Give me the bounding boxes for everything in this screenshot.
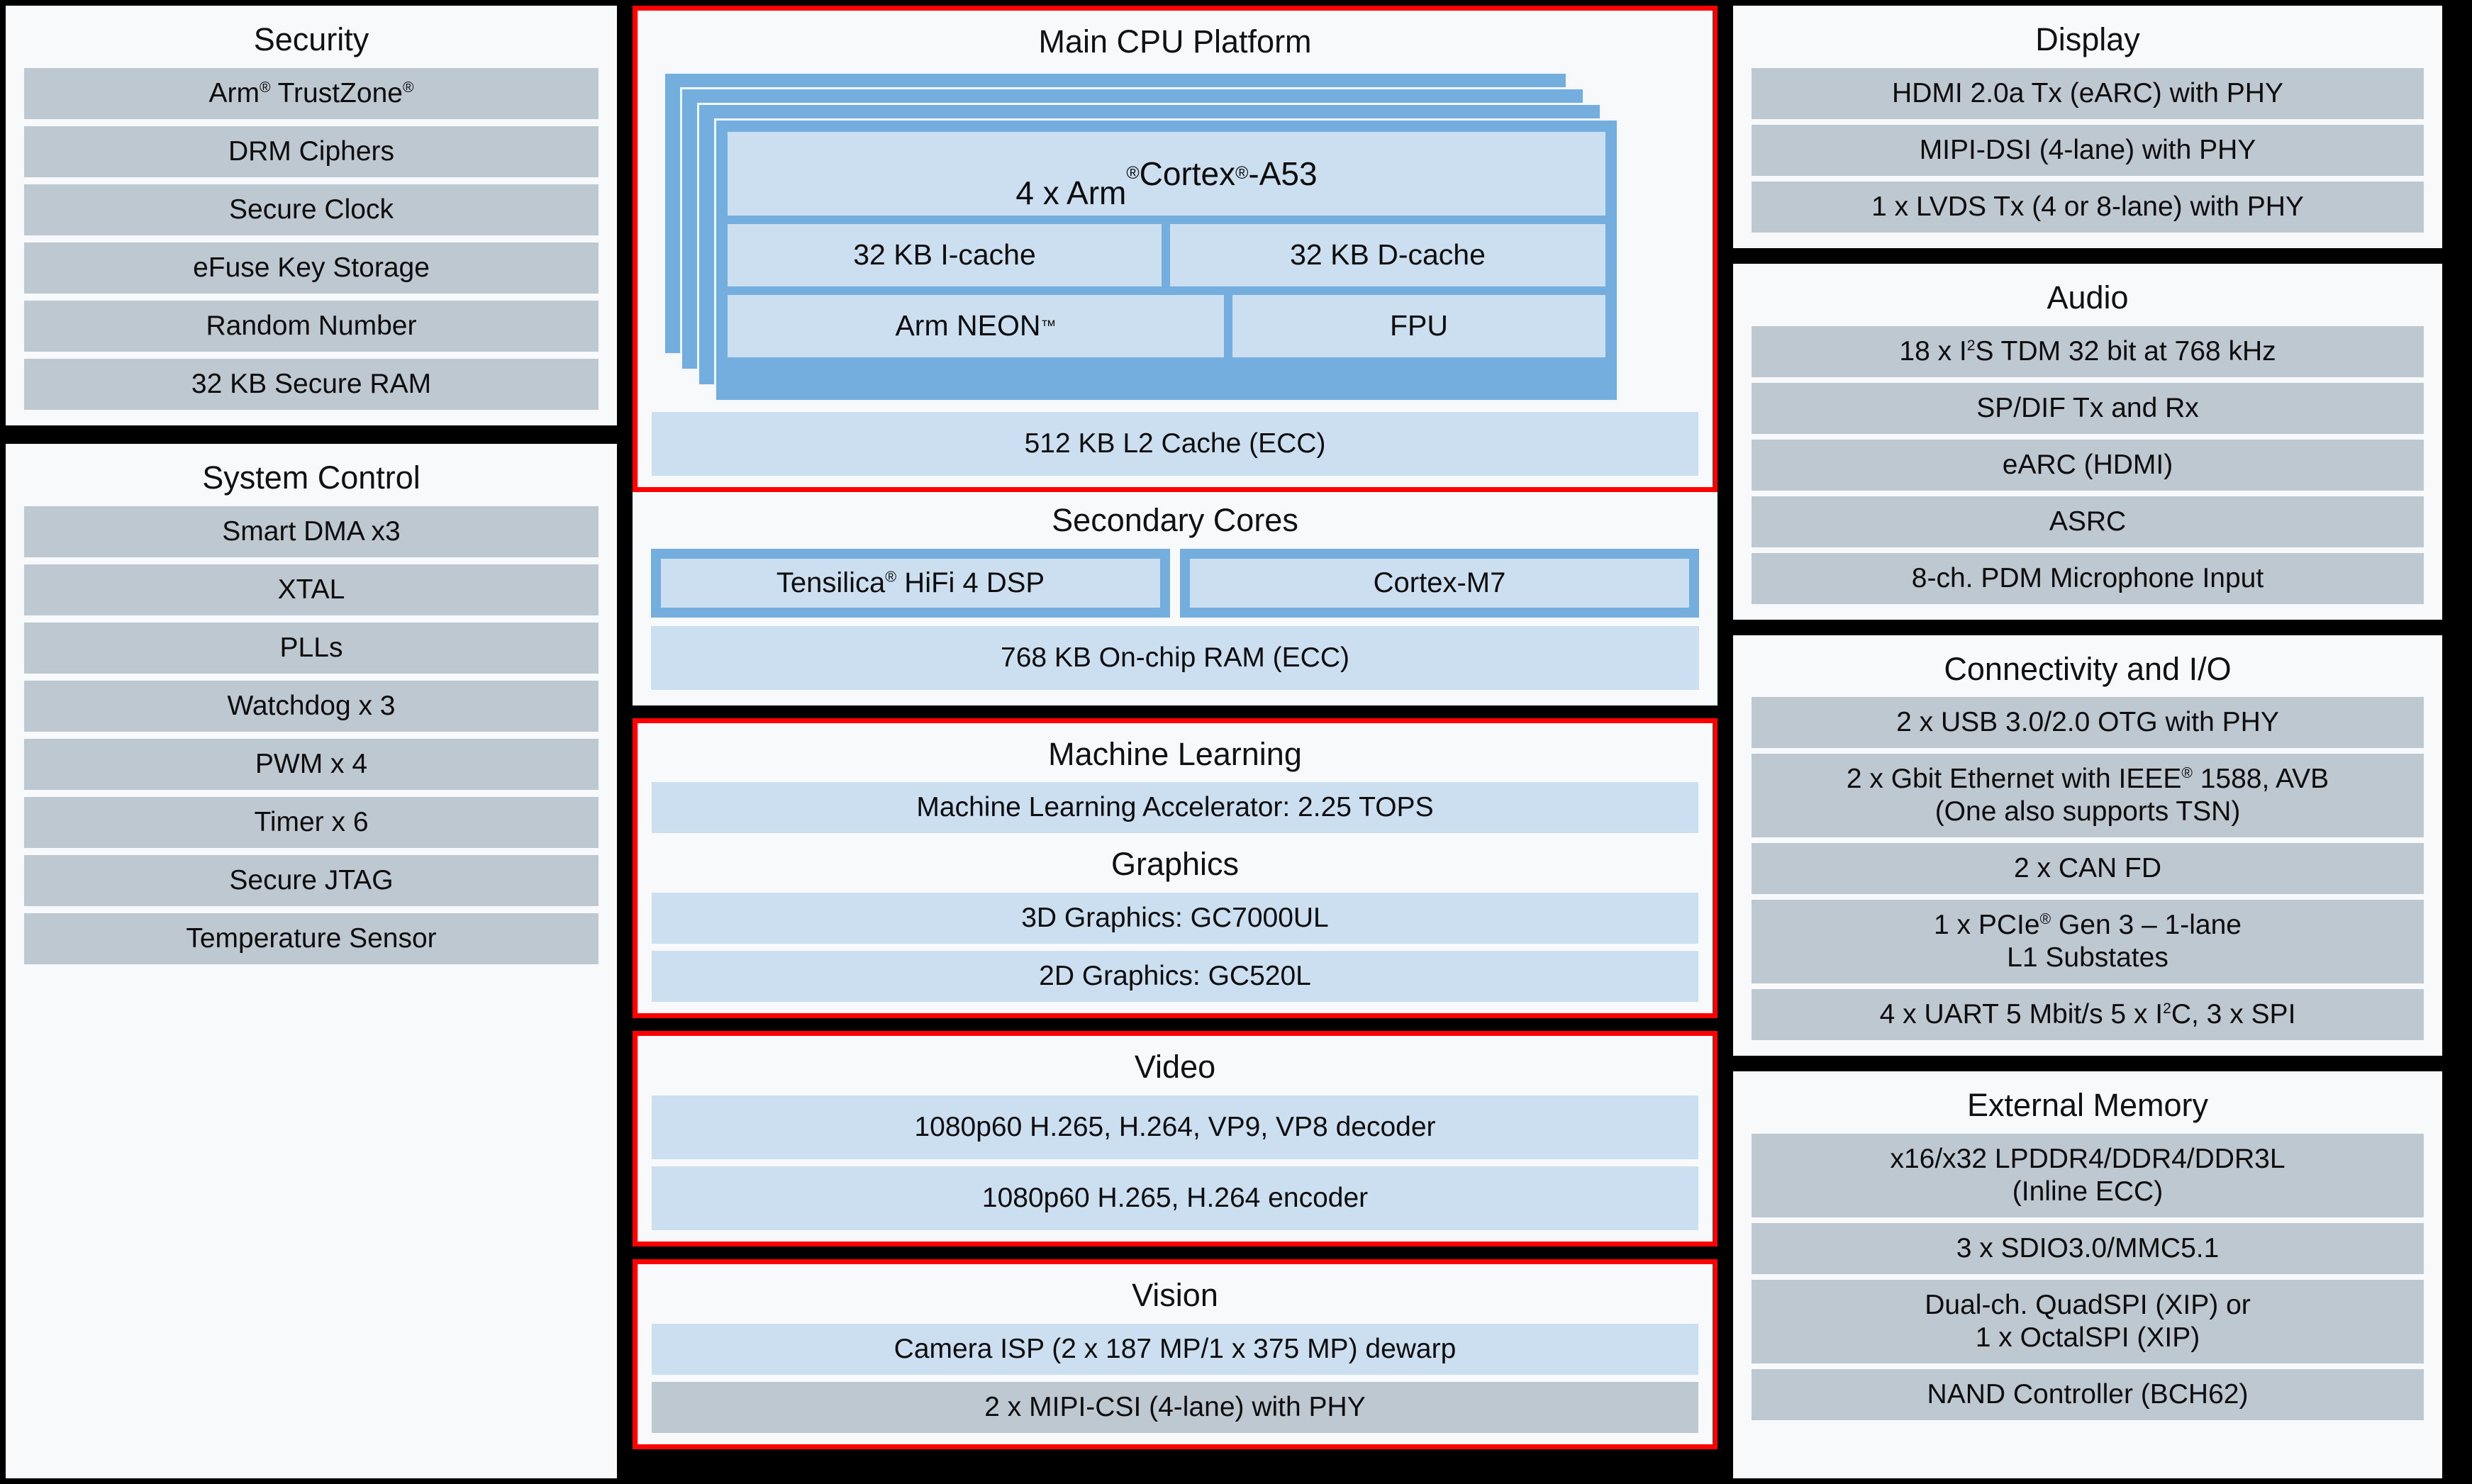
list-item[interactable]: eARC (HDMI) <box>1752 439 2424 491</box>
onchip-ram-bar[interactable]: 768 KB On-chip RAM (ECC) <box>651 625 1699 690</box>
panel-secondary-cores: Secondary Cores Tensilica® HiFi 4 DSP Co… <box>633 491 1717 705</box>
list-item[interactable]: HDMI 2.0a Tx (eARC) with PHY <box>1752 67 2424 119</box>
list-item[interactable]: 1080p60 H.265, H.264 encoder <box>652 1166 1698 1230</box>
system-control-items: Smart DMA x3 XTAL PLLs Watchdog x 3 PWM … <box>24 506 598 964</box>
security-title: Security <box>253 21 369 57</box>
list-item[interactable]: 2 x CAN FD <box>1752 843 2424 895</box>
list-item[interactable]: NAND Controller (BCH62) <box>1752 1369 2424 1421</box>
list-item[interactable]: 2D Graphics: GC520L <box>652 951 1698 1003</box>
list-item[interactable]: 4 x UART 5 Mbit/s 5 x I2C, 3 x SPI <box>1752 989 2424 1041</box>
graphics-items: 3D Graphics: GC7000UL 2D Graphics: GC520… <box>652 893 1698 1003</box>
list-item[interactable]: Dual-ch. QuadSPI (XIP) or 1 x OctalSPI (… <box>1752 1280 2424 1364</box>
list-item[interactable]: Camera ISP (2 x 187 MP/1 x 375 MP) dewar… <box>652 1323 1698 1375</box>
list-item[interactable]: 1080p60 H.265, H.264, VP9, VP8 decoder <box>652 1095 1698 1159</box>
secondary-core-m7[interactable]: Cortex-M7 <box>1180 548 1699 618</box>
list-item[interactable]: x16/x32 LPDDR4/DDR4/DDR3L (Inline ECC) <box>1752 1134 2424 1218</box>
list-item[interactable]: ASRC <box>1752 496 2424 547</box>
panel-video: Video 1080p60 H.265, H.264, VP9, VP8 dec… <box>633 1031 1717 1246</box>
list-item[interactable]: 1 x LVDS Tx (4 or 8-lane) with PHY <box>1752 181 2424 233</box>
connectivity-io-title: Connectivity and I/O <box>1944 650 2232 687</box>
list-item[interactable]: 18 x I2S TDM 32 bit at 768 kHz <box>1752 325 2424 377</box>
secondary-cores-title: Secondary Cores <box>1052 501 1298 538</box>
machine-learning-title: Machine Learning <box>1048 735 1302 772</box>
list-item[interactable]: Secure Clock <box>24 184 598 235</box>
panel-external-memory: External Memory x16/x32 LPDDR4/DDR4/DDR3… <box>1733 1071 2442 1478</box>
vision-items: Camera ISP (2 x 187 MP/1 x 375 MP) dewar… <box>652 1323 1698 1433</box>
icache-box: 32 KB I-cache <box>728 223 1162 286</box>
panel-security: Security Arm® TrustZone® DRM Ciphers Sec… <box>6 6 617 425</box>
list-item[interactable]: Smart DMA x3 <box>24 506 598 557</box>
graphics-title: Graphics <box>1110 846 1240 883</box>
list-item[interactable]: 2 x MIPI-CSI (4-lane) with PHY <box>652 1381 1698 1433</box>
list-item[interactable]: 32 KB Secure RAM <box>24 358 598 410</box>
left-column: Security Arm® TrustZone® DRM Ciphers Sec… <box>6 6 617 1478</box>
fpu-box: FPU <box>1232 294 1605 357</box>
right-column: Display HDMI 2.0a Tx (eARC) with PHY MIP… <box>1733 6 2442 1478</box>
list-item[interactable]: Machine Learning Accelerator: 2.25 TOPS <box>652 782 1698 834</box>
secondary-core-m7-label: Cortex-M7 <box>1190 558 1689 608</box>
list-item[interactable]: 2 x USB 3.0/2.0 OTG with PHY <box>1752 697 2424 749</box>
panel-connectivity-io: Connectivity and I/O 2 x USB 3.0/2.0 OTG… <box>1733 635 2442 1056</box>
panel-display: Display HDMI 2.0a Tx (eARC) with PHY MIP… <box>1733 6 2442 248</box>
list-item[interactable]: PLLs <box>24 622 598 674</box>
list-item[interactable]: Random Number <box>24 300 598 352</box>
audio-items: 18 x I2S TDM 32 bit at 768 kHz SP/DIF Tx… <box>1752 325 2424 604</box>
dcache-box: 32 KB D-cache <box>1170 223 1605 286</box>
list-item[interactable]: XTAL <box>24 564 598 615</box>
panel-machine-learning-graphics: Machine Learning Machine Learning Accele… <box>633 718 1717 1019</box>
list-item[interactable]: 8-ch. PDM Microphone Input <box>1752 552 2424 604</box>
external-memory-title: External Memory <box>1966 1087 2209 1124</box>
panel-system-control: System Control Smart DMA x3 XTAL PLLs Wa… <box>6 443 617 1478</box>
list-item[interactable]: Timer x 6 <box>24 796 598 848</box>
secondary-core-dsp-label: Tensilica® HiFi 4 DSP <box>661 558 1160 608</box>
video-title: Video <box>1134 1049 1216 1086</box>
system-control-title: System Control <box>202 459 421 496</box>
list-item[interactable]: Watchdog x 3 <box>24 680 598 732</box>
machine-learning-items: Machine Learning Accelerator: 2.25 TOPS <box>652 782 1698 834</box>
panel-vision: Vision Camera ISP (2 x 187 MP/1 x 375 MP… <box>633 1259 1717 1449</box>
cpu-cache-row: 32 KB I-cache 32 KB D-cache <box>728 223 1605 286</box>
connectivity-io-items: 2 x USB 3.0/2.0 OTG with PHY 2 x Gbit Et… <box>1752 697 2424 1041</box>
secondary-cores-row: Tensilica® HiFi 4 DSP Cortex-M7 <box>651 548 1699 618</box>
list-item[interactable]: PWM x 4 <box>24 738 598 790</box>
list-item[interactable]: MIPI-DSI (4-lane) with PHY <box>1752 124 2424 176</box>
display-title: Display <box>2035 21 2140 57</box>
cpu-core-stack: 4 x Arm ® Cortex ®-A53 32 KB I-cache 32 … <box>652 71 1698 405</box>
list-item[interactable]: 3D Graphics: GC7000UL <box>652 893 1698 944</box>
list-item[interactable]: SP/DIF Tx and Rx <box>1752 382 2424 434</box>
video-items: 1080p60 H.265, H.264, VP9, VP8 decoder 1… <box>652 1095 1698 1230</box>
middle-column: Main CPU Platform 4 x Arm ® Cortex ®-A53… <box>633 6 1717 1478</box>
main-cpu-platform-title: Main CPU Platform <box>1038 23 1312 60</box>
list-item[interactable]: DRM Ciphers <box>24 125 598 177</box>
list-item[interactable]: Arm® TrustZone® <box>24 67 598 119</box>
vision-title: Vision <box>1132 1276 1218 1313</box>
secondary-core-dsp[interactable]: Tensilica® HiFi 4 DSP <box>651 548 1170 618</box>
list-item[interactable]: Temperature Sensor <box>24 913 598 964</box>
cpu-and-secondary-group: Main CPU Platform 4 x Arm ® Cortex ®-A53… <box>633 6 1717 705</box>
cpu-core-layer-front[interactable]: 4 x Arm ® Cortex ®-A53 32 KB I-cache 32 … <box>714 118 1619 402</box>
audio-title: Audio <box>2047 279 2129 316</box>
list-item[interactable]: eFuse Key Storage <box>24 242 598 294</box>
external-memory-items: x16/x32 LPDDR4/DDR4/DDR3L (Inline ECC) 3… <box>1752 1134 2424 1421</box>
security-items: Arm® TrustZone® DRM Ciphers Secure Clock… <box>24 67 598 410</box>
panel-audio: Audio 18 x I2S TDM 32 bit at 768 kHz SP/… <box>1733 263 2442 620</box>
list-item[interactable]: 3 x SDIO3.0/MMC5.1 <box>1752 1223 2424 1275</box>
display-items: HDMI 2.0a Tx (eARC) with PHY MIPI-DSI (4… <box>1752 67 2424 233</box>
list-item[interactable]: Secure JTAG <box>24 854 598 906</box>
cpu-core-label: 4 x Arm ® Cortex ®-A53 <box>728 131 1605 216</box>
panel-main-cpu-platform: Main CPU Platform 4 x Arm ® Cortex ®-A53… <box>633 6 1717 492</box>
l2-cache-bar[interactable]: 512 KB L2 Cache (ECC) <box>652 411 1698 476</box>
list-item[interactable]: 2 x Gbit Ethernet with IEEE® 1588, AVB(O… <box>1752 754 2424 838</box>
